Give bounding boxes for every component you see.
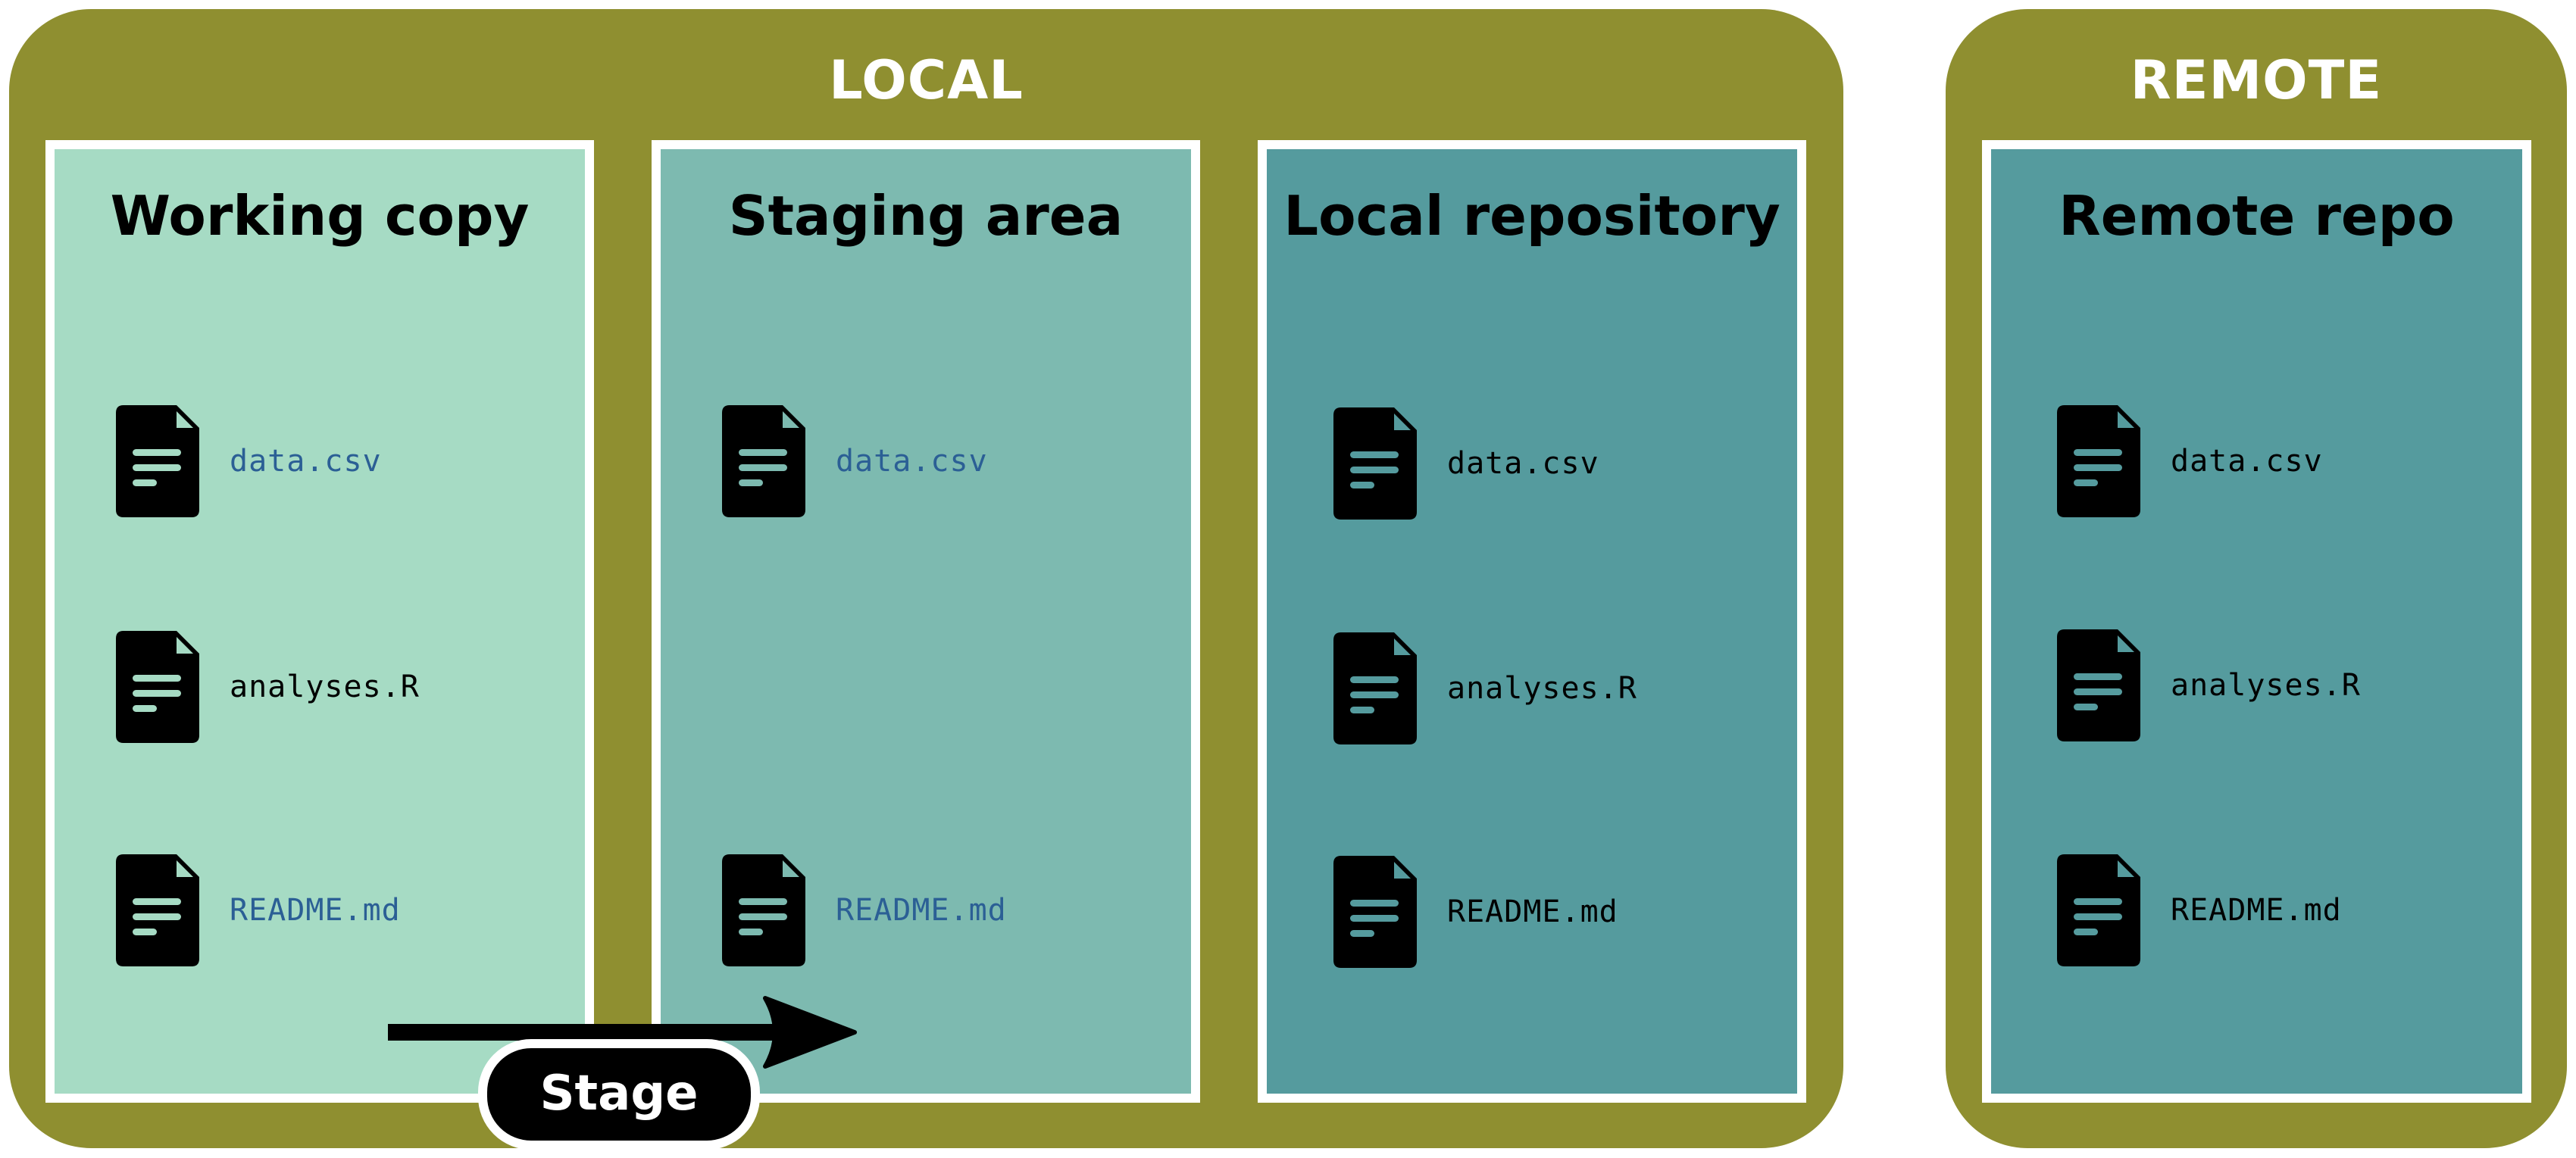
- panel-title: Remote repo: [2059, 184, 2455, 248]
- file-document-icon: [2057, 405, 2140, 517]
- file-document-icon: [1333, 407, 1417, 520]
- file-item[interactable]: analyses.R: [116, 631, 420, 743]
- file-document-icon: [722, 405, 805, 517]
- file-name: data.csv: [2171, 444, 2323, 479]
- file-document-icon: [722, 854, 805, 966]
- file-item[interactable]: analyses.R: [2057, 629, 2361, 741]
- remote-group-label: REMOTE: [2130, 49, 2383, 111]
- file-document-icon: [116, 854, 199, 966]
- file-document-icon: [116, 405, 199, 517]
- panel-title: Local repository: [1283, 184, 1780, 248]
- file-item[interactable]: README.md: [722, 854, 1007, 966]
- file-name: README.md: [1447, 894, 1618, 929]
- file-document-icon: [116, 631, 199, 743]
- local-group-label: LOCAL: [829, 49, 1024, 111]
- file-item[interactable]: data.csv: [2057, 405, 2323, 517]
- file-document-icon: [1333, 856, 1417, 968]
- file-item[interactable]: analyses.R: [1333, 632, 1637, 744]
- file-document-icon: [2057, 854, 2140, 966]
- file-name: analyses.R: [230, 670, 420, 704]
- file-name: analyses.R: [2171, 668, 2361, 703]
- panel-staging-area: Staging area data.csv README.md: [652, 140, 1200, 1103]
- file-item[interactable]: data.csv: [116, 405, 382, 517]
- panel-title: Staging area: [728, 184, 1124, 248]
- file-item[interactable]: README.md: [116, 854, 401, 966]
- file-name: data.csv: [836, 444, 988, 479]
- file-document-icon: [2057, 629, 2140, 741]
- file-name: data.csv: [230, 444, 382, 479]
- file-name: README.md: [230, 893, 401, 928]
- file-name: README.md: [836, 893, 1007, 928]
- file-name: data.csv: [1447, 446, 1599, 481]
- panel-local-repository: Local repository data.csv analyses.R REA…: [1258, 140, 1806, 1103]
- file-name: analyses.R: [1447, 671, 1637, 706]
- file-item[interactable]: README.md: [1333, 856, 1618, 968]
- file-document-icon: [1333, 632, 1417, 744]
- file-item[interactable]: data.csv: [1333, 407, 1599, 520]
- file-item[interactable]: data.csv: [722, 405, 988, 517]
- file-name: README.md: [2171, 893, 2342, 928]
- panel-working-copy: Working copy data.csv analyses.R README.…: [45, 140, 594, 1103]
- panel-title: Working copy: [110, 184, 530, 248]
- file-item[interactable]: README.md: [2057, 854, 2342, 966]
- stage-button[interactable]: Stage: [478, 1039, 760, 1150]
- panel-remote-repo: Remote repo data.csv analyses.R README.m…: [1982, 140, 2531, 1103]
